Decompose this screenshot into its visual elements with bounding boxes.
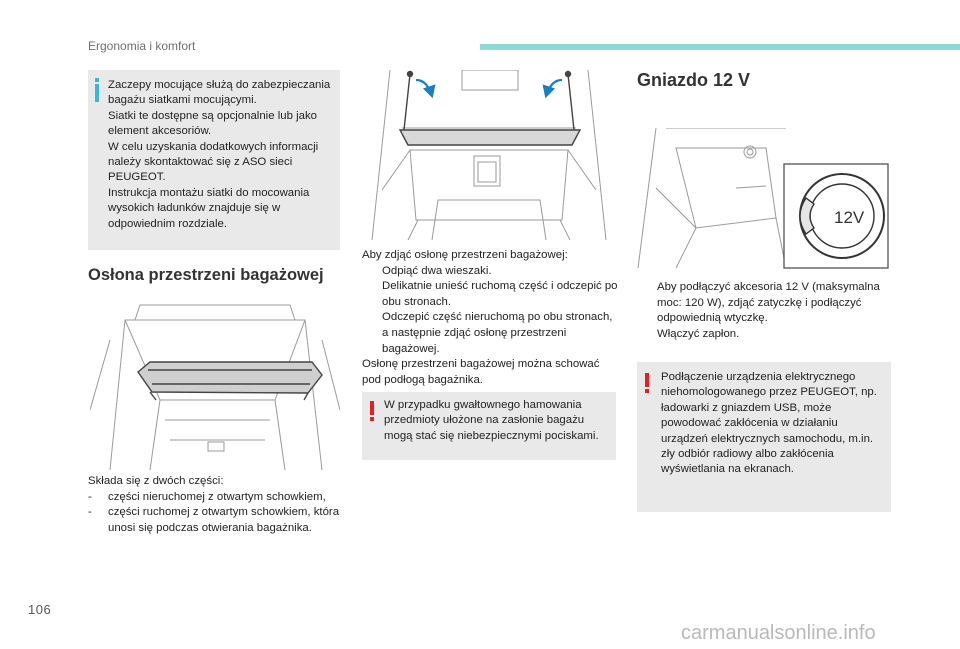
release-arrow-icons (415, 78, 563, 99)
header-accent-bar (480, 44, 960, 50)
socket-step: Aby podłączyć akcesoria 12 V (maksymalna… (657, 281, 880, 325)
socket-section-title: Gniazdo 12 V (637, 70, 751, 90)
socket-illustration: 12V (637, 128, 889, 269)
dash-glyph: - (88, 490, 92, 503)
removal-warning-text: W przypadku gwałtownego hamowania przedm… (384, 399, 599, 442)
cover-panel (137, 361, 323, 401)
removal-step: Odpiąć dwa wieszaki. (382, 264, 492, 277)
cover-section-title: Osłona przestrzeni bagażowej (88, 266, 324, 284)
socket-label: 12V (834, 208, 865, 227)
warning-icon (645, 373, 649, 393)
cover-intro: Składa się z dwóch części: (88, 475, 224, 487)
trunk-hangers-illustration (371, 70, 607, 240)
warning-icon (370, 401, 374, 421)
cover-part: -części nieruchomej z otwartym schowkiem… (88, 490, 344, 506)
section-label: Ergonomia i komfort (88, 39, 196, 53)
socket-warning-box: Podłączenie urządzenia elektrycznego nie… (637, 362, 891, 512)
removal-warning-box: W przypadku gwałtownego hamowania przedm… (362, 392, 616, 460)
removal-instructions: Aby zdjąć osłonę przestrzeni bagażowej: … (362, 248, 620, 388)
cover-part: -części ruchomej z otwartym schowkiem, k… (88, 506, 340, 534)
removal-intro: Aby zdjąć osłonę przestrzeni bagażowej: (362, 249, 568, 261)
removal-step: Delikatnie unieść ruchomą część i odczep… (382, 280, 618, 308)
trunk-cover-illustration (90, 304, 340, 470)
info-note-box: Zaczepy mocujące służą do zabezpieczania… (88, 70, 340, 250)
socket-step: Włączyć zapłon. (657, 327, 740, 340)
cover-hangers (398, 70, 582, 146)
removal-step: Odczepić część nieruchomą po obu stronac… (382, 311, 613, 355)
page-number: 106 (28, 602, 52, 617)
info-icon (95, 78, 99, 102)
cover-description: Składa się z dwóch części: -części nieru… (88, 474, 344, 536)
info-note-text: Zaczepy mocujące służą do zabezpieczania… (108, 79, 331, 230)
dash-glyph: - (88, 506, 92, 519)
socket-instructions: Aby podłączyć akcesoria 12 V (maksymalna… (637, 280, 895, 342)
socket-warning-text: Podłączenie urządzenia elektrycznego nie… (661, 371, 877, 476)
socket-icon (799, 173, 885, 259)
removal-outro: Osłonę przestrzeni bagażowej można schow… (362, 358, 600, 386)
watermark: carmanualsonline.info (681, 622, 876, 644)
